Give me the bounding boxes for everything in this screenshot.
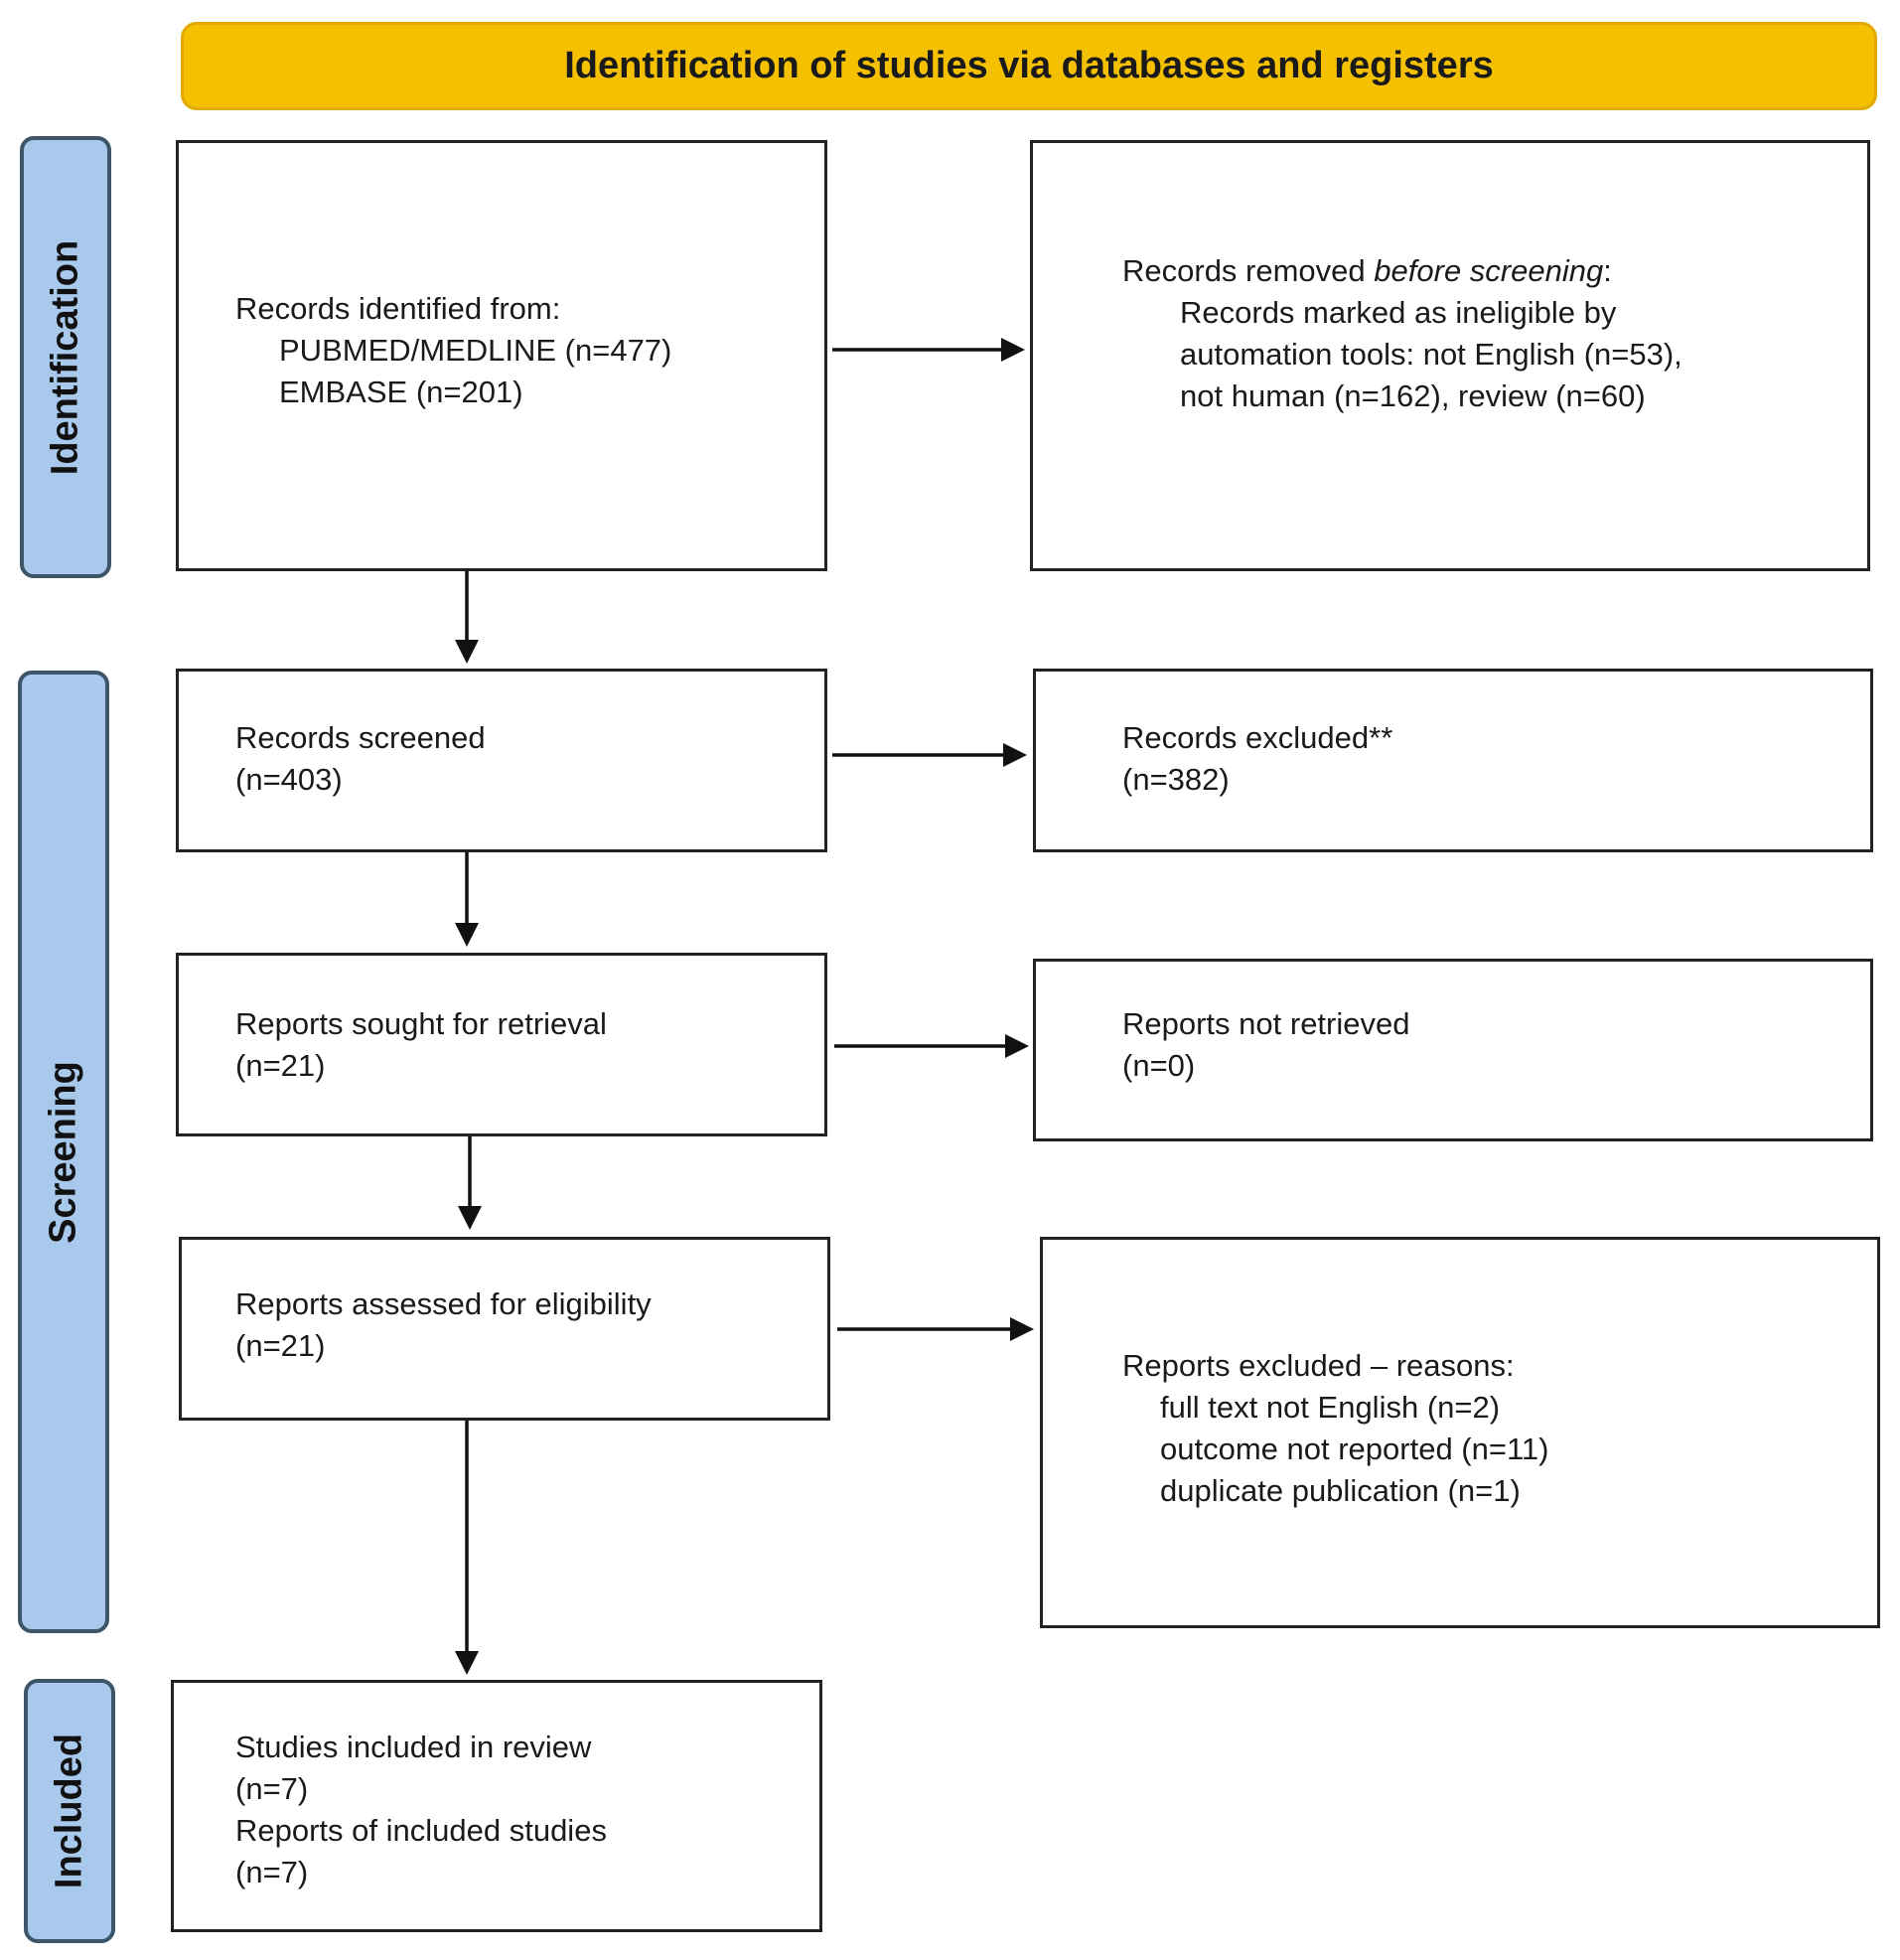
arrowhead: [455, 923, 479, 947]
phase-included: Included: [24, 1679, 115, 1943]
source-pubmed: PUBMED/MEDLINE (n=477): [279, 333, 672, 368]
reports-excluded-heading: Reports excluded – reasons:: [1122, 1348, 1515, 1383]
removed-reason-line: Records marked as ineligible by: [1180, 295, 1617, 330]
records-excluded-box: Records excluded** (n=382): [1033, 669, 1873, 852]
records-screened-box: Records screened (n=403): [176, 669, 827, 852]
reports-assessed-label: Reports assessed for eligibility: [235, 1286, 652, 1321]
reports-not-retrieved-box: Reports not retrieved (n=0): [1033, 959, 1873, 1141]
studies-included-label: Studies included in review: [235, 1730, 592, 1764]
reports-assessed-box: Reports assessed for eligibility (n=21): [179, 1237, 830, 1421]
phase-identification: Identification: [20, 136, 111, 578]
records-removed-heading-suffix: :: [1603, 253, 1612, 288]
arrowhead: [458, 1206, 482, 1230]
records-removed-heading: Records removed before screening:: [1122, 250, 1682, 292]
reports-not-retrieved-label: Reports not retrieved: [1122, 1006, 1410, 1041]
reports-sought-box: Reports sought for retrieval (n=21): [176, 953, 827, 1136]
excluded-reason-line: outcome not reported (n=11): [1160, 1432, 1549, 1466]
removed-reason-line: automation tools: not English (n=53),: [1180, 337, 1682, 372]
reports-included-count: (n=7): [235, 1855, 309, 1889]
reports-not-retrieved-count: (n=0): [1122, 1048, 1196, 1083]
source-embase: EMBASE (n=201): [279, 375, 523, 409]
arrowhead: [455, 1651, 479, 1675]
arrowhead: [455, 640, 479, 664]
removed-reason-line: not human (n=162), review (n=60): [1180, 378, 1646, 413]
reports-included-label: Reports of included studies: [235, 1813, 607, 1848]
arrowhead: [1010, 1317, 1034, 1341]
records-excluded-label: Records excluded**: [1122, 720, 1393, 755]
studies-included-count: (n=7): [235, 1771, 309, 1806]
records-screened-label: Records screened: [235, 720, 486, 755]
records-removed-box: Records removed before screening: Record…: [1030, 140, 1870, 571]
records-excluded-count: (n=382): [1122, 762, 1230, 797]
records-screened-count: (n=403): [235, 762, 343, 797]
diagram-title-banner: Identification of studies via databases …: [181, 22, 1877, 110]
records-removed-heading-italic: before screening: [1374, 253, 1604, 288]
arrowhead: [1005, 1034, 1029, 1058]
studies-included-box: Studies included in review (n=7) Reports…: [171, 1680, 822, 1932]
reports-sought-count: (n=21): [235, 1048, 326, 1083]
arrowhead: [1001, 338, 1025, 362]
excluded-reason-line: full text not English (n=2): [1160, 1390, 1501, 1425]
phase-screening: Screening: [18, 671, 109, 1633]
records-identified-box: Records identified from: PUBMED/MEDLINE …: [176, 140, 827, 571]
arrowhead: [1003, 743, 1027, 767]
reports-assessed-count: (n=21): [235, 1328, 326, 1363]
records-identified-heading: Records identified from:: [235, 291, 561, 326]
diagram-title: Identification of studies via databases …: [564, 45, 1494, 86]
records-removed-heading-prefix: Records removed: [1122, 253, 1375, 288]
reports-excluded-box: Reports excluded – reasons: full text no…: [1040, 1237, 1880, 1628]
reports-sought-label: Reports sought for retrieval: [235, 1006, 607, 1041]
excluded-reason-line: duplicate publication (n=1): [1160, 1473, 1521, 1508]
